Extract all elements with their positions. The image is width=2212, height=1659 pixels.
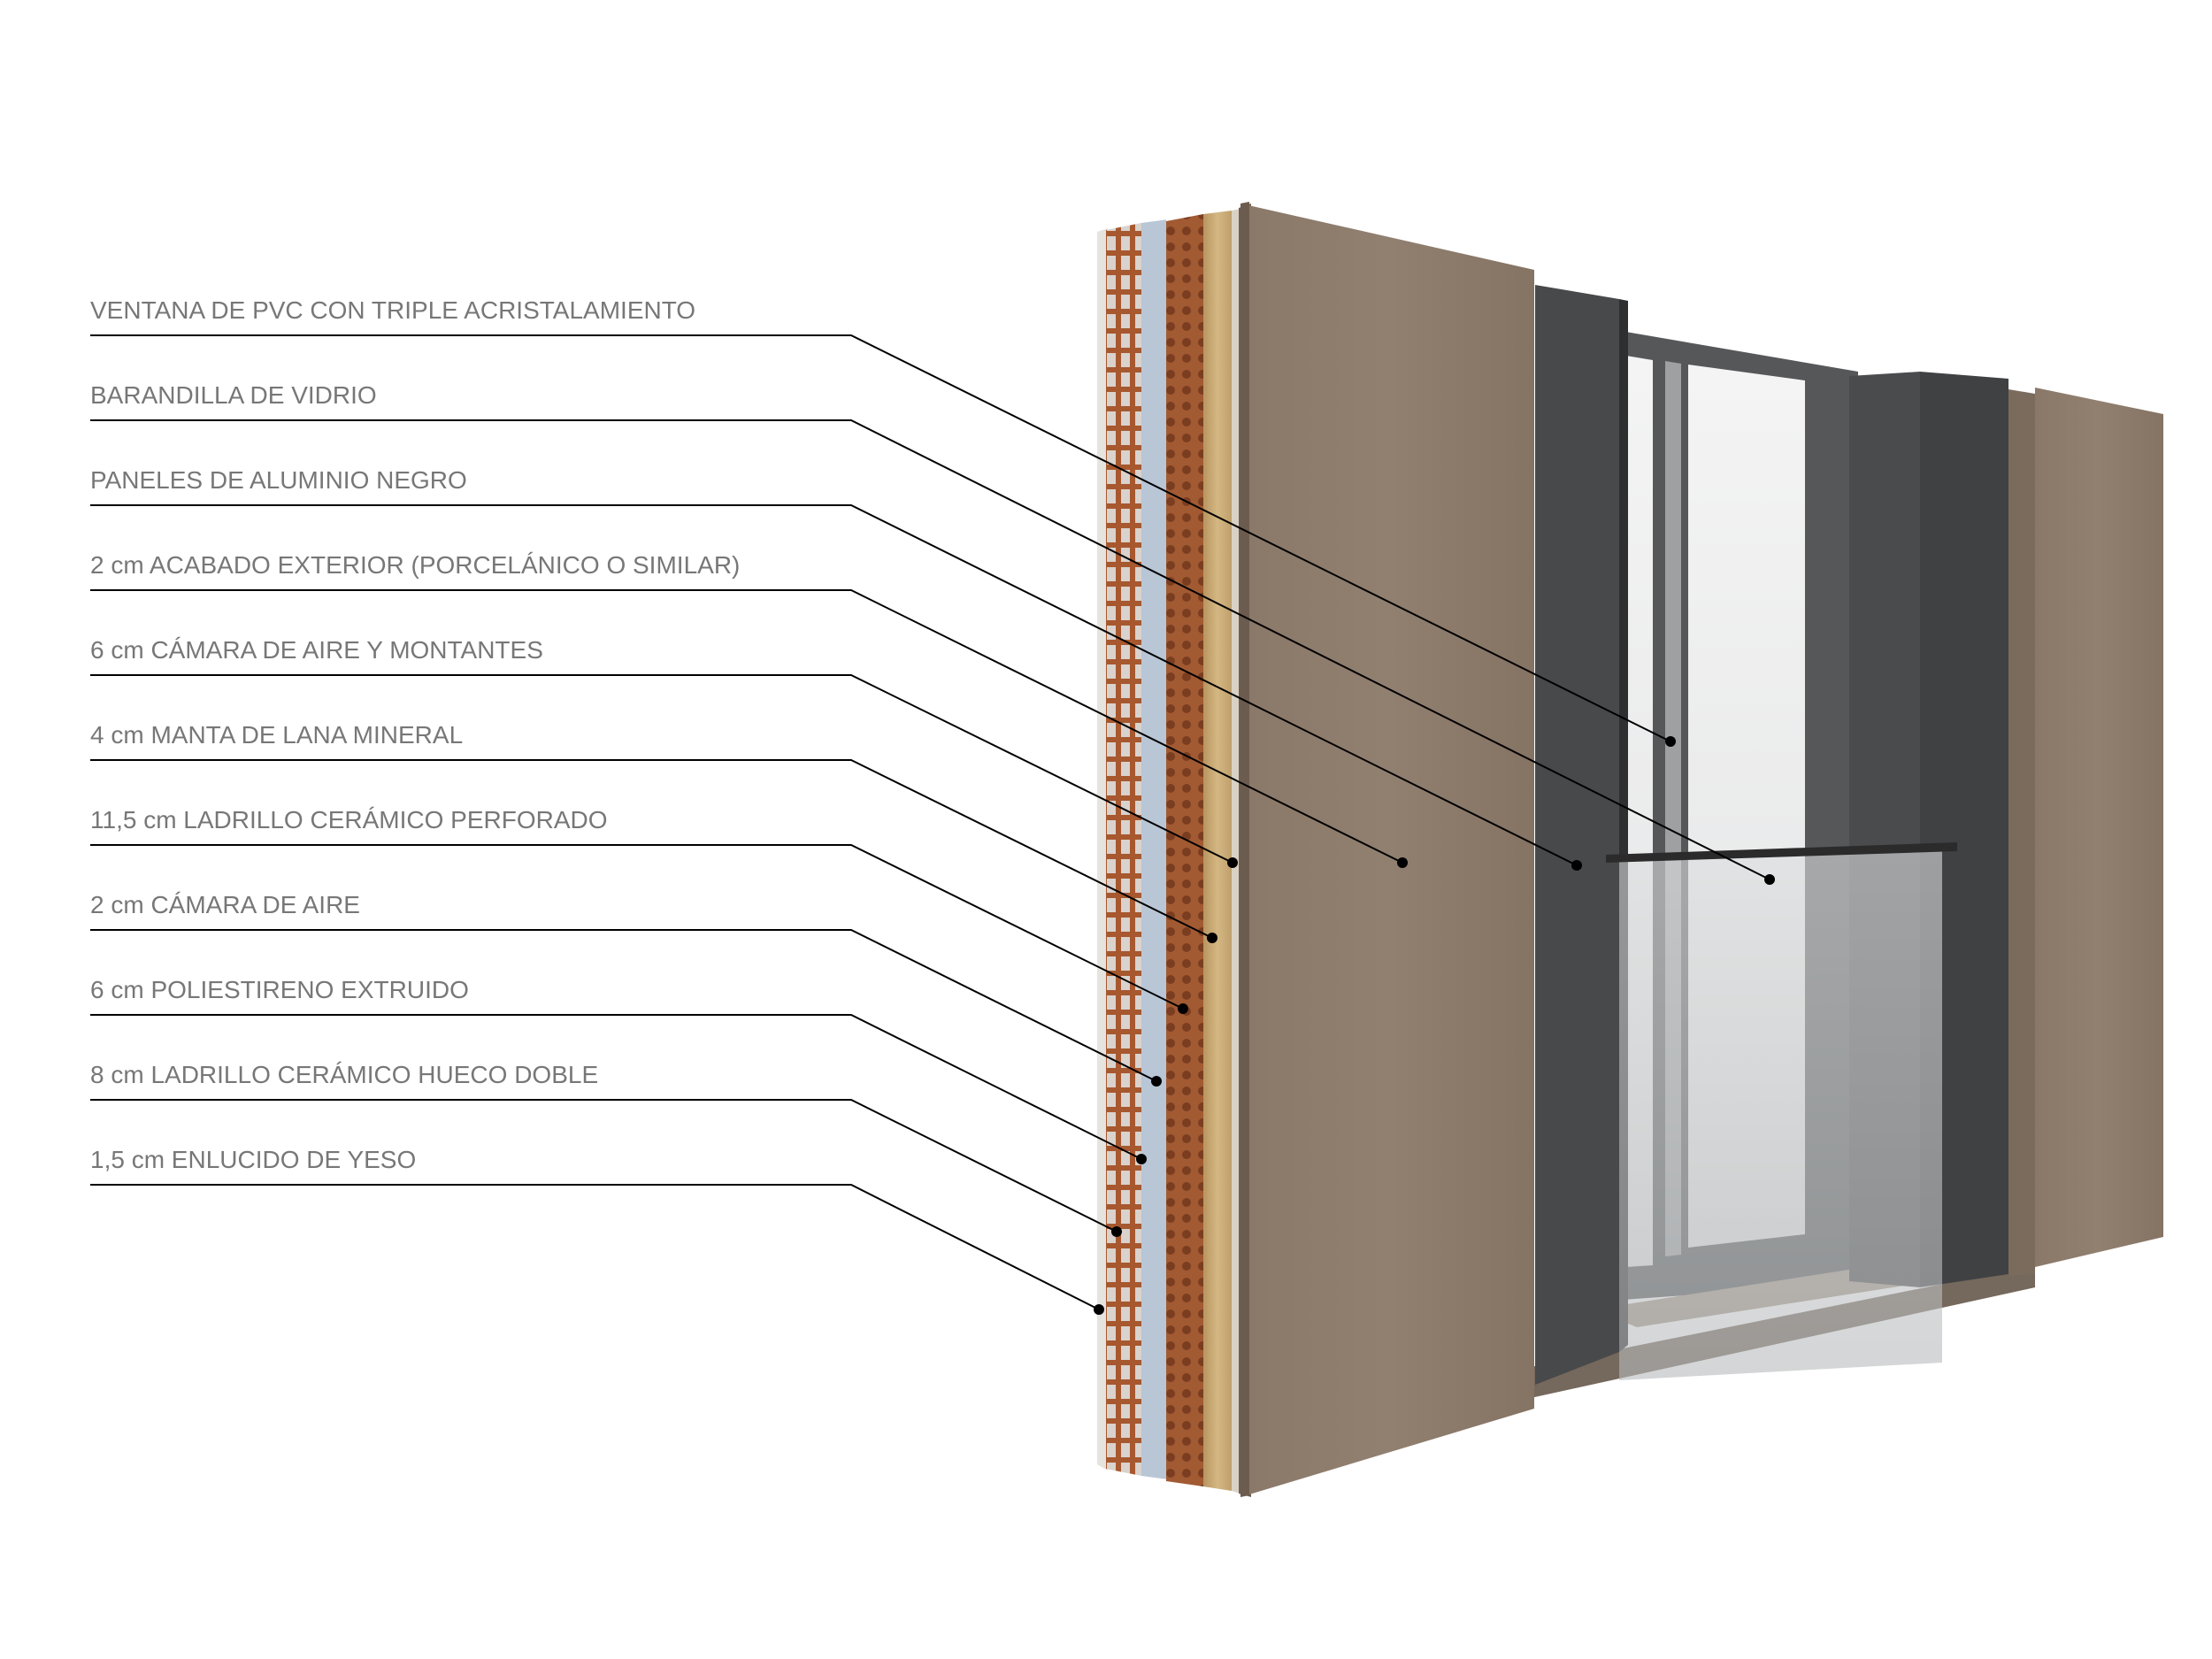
leader-dot-2 (1764, 874, 1775, 885)
leader-line-6 (90, 759, 1213, 939)
wall-layers (1097, 204, 1251, 1497)
leader-line-5 (90, 674, 1233, 864)
leader-line-3 (90, 504, 1578, 866)
callout-labels: VENTANA DE PVC CON TRIPLE ACRISTALAMIENT… (90, 296, 1775, 1315)
leader-line-4 (90, 589, 1403, 864)
leader-line-1 (90, 334, 1671, 742)
leader-dot-3 (1571, 860, 1582, 871)
panel-main-edge (1240, 202, 1249, 1497)
leader-line-11 (90, 1184, 1100, 1310)
leader-line-10 (90, 1099, 1118, 1233)
callout-label-9: 6 cm POLIESTIRENO EXTRUIDO (90, 976, 469, 1003)
layer-hollow-brick (1106, 223, 1141, 1476)
aluminium-reveal-left (1535, 285, 1619, 1385)
leader-dot-11 (1094, 1304, 1104, 1315)
callout-label-4: 2 cm ACABADO EXTERIOR (PORCELÁNICO O SIM… (90, 551, 740, 579)
leader-dot-9 (1136, 1154, 1147, 1164)
callout-label-8: 2 cm CÁMARA DE AIRE (90, 891, 360, 918)
panel-right (2035, 388, 2163, 1267)
leader-dot-4 (1397, 857, 1408, 868)
leader-dot-1 (1665, 736, 1676, 747)
callout-label-10: 8 cm LADRILLO CERÁMICO HUECO DOBLE (90, 1061, 598, 1088)
leader-line-9 (90, 1014, 1142, 1160)
layer-plaster (1097, 228, 1108, 1471)
leader-line-8 (90, 929, 1157, 1082)
leader-line-7 (90, 844, 1184, 1010)
callout-label-11: 1,5 cm ENLUCIDO DE YESO (90, 1146, 416, 1173)
leader-dot-10 (1111, 1226, 1122, 1237)
layer-air-gap-studs (1232, 209, 1240, 1494)
layer-mineral-wool (1203, 211, 1232, 1491)
callout-label-1: VENTANA DE PVC CON TRIPLE ACRISTALAMIENT… (90, 296, 695, 324)
leader-dot-8 (1151, 1076, 1162, 1087)
callout-label-6: 4 cm MANTA DE LANA MINERAL (90, 721, 463, 749)
balustrade-handrail (1606, 842, 1957, 863)
panel-main (1240, 204, 1534, 1497)
balustrade-glass (1619, 849, 1942, 1380)
leader-dot-5 (1227, 857, 1238, 868)
callout-label-3: PANELES DE ALUMINIO NEGRO (90, 466, 467, 494)
callout-label-7: 11,5 cm LADRILLO CERÁMICO PERFORADO (90, 806, 608, 833)
leader-dot-7 (1178, 1003, 1188, 1014)
glass-balustrade (1606, 842, 1957, 1380)
layer-xps (1141, 219, 1168, 1479)
callout-label-5: 6 cm CÁMARA DE AIRE Y MONTANTES (90, 636, 543, 664)
layer-perforated-brick (1166, 214, 1203, 1486)
callout-label-2: BARANDILLA DE VIDRIO (90, 381, 377, 409)
facade-panels (1240, 202, 2163, 1497)
leader-dot-6 (1207, 933, 1217, 943)
leader-line-2 (90, 419, 1770, 880)
panel-right-jamb (2008, 389, 2035, 1276)
